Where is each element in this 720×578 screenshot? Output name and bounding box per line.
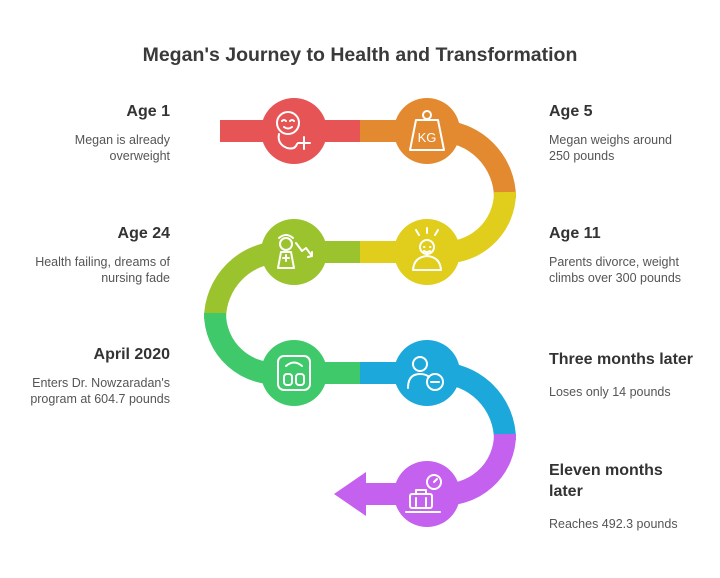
luggage-scale-icon xyxy=(405,474,442,513)
kg-weight-label: KG xyxy=(418,130,437,145)
milestone-circle-age-24 xyxy=(261,219,327,285)
event-heading: Age 5 xyxy=(549,103,593,120)
milestone-circle-three-months xyxy=(394,340,460,406)
event-three-months-later: Three months later Loses only 14 pounds xyxy=(549,349,709,400)
event-description: Megan weighs around 250 pounds xyxy=(549,133,672,163)
stressed-person-icon xyxy=(412,227,442,271)
milestone-circle-age-1 xyxy=(261,98,327,164)
milestone-circle-april-2020 xyxy=(261,340,327,406)
person-minus-icon xyxy=(407,356,444,391)
event-description: Megan is already overweight xyxy=(74,133,170,163)
event-description: Parents divorce, weight climbs over 300 … xyxy=(549,255,682,285)
event-age-11: Age 11 Parents divorce, weight climbs ov… xyxy=(549,223,709,286)
event-heading: Age 11 xyxy=(549,225,601,242)
event-eleven-months-later: Eleven months later Reaches 492.3 pounds xyxy=(549,460,699,532)
event-heading: Age 1 xyxy=(126,103,170,120)
arrowhead xyxy=(334,472,366,516)
event-description: Loses only 14 pounds xyxy=(549,385,671,399)
bathroom-scale-icon xyxy=(277,355,311,391)
nurse-declining-icon xyxy=(277,234,313,269)
event-age-24: Age 24 Health failing, dreams of nursing… xyxy=(0,223,170,286)
kg-weight-icon: KG xyxy=(409,110,445,151)
event-description: Enters Dr. Nowzaradan's program at 604.7… xyxy=(30,376,170,406)
baby-with-plus-icon xyxy=(276,111,311,150)
event-heading: Age 24 xyxy=(117,225,170,242)
event-age-5: Age 5 Megan weighs around 250 pounds xyxy=(549,101,689,164)
event-heading: April 2020 xyxy=(93,346,170,363)
event-description: Health failing, dreams of nursing fade xyxy=(35,255,170,285)
event-age-1: Age 1 Megan is already overweight xyxy=(0,101,170,164)
event-description: Reaches 492.3 pounds xyxy=(549,517,678,531)
event-april-2020: April 2020 Enters Dr. Nowzaradan's progr… xyxy=(0,344,170,407)
diagram-title: Megan's Journey to Health and Transforma… xyxy=(142,44,578,66)
event-heading: Eleven months later xyxy=(549,462,663,500)
event-heading: Three months later xyxy=(549,351,694,368)
